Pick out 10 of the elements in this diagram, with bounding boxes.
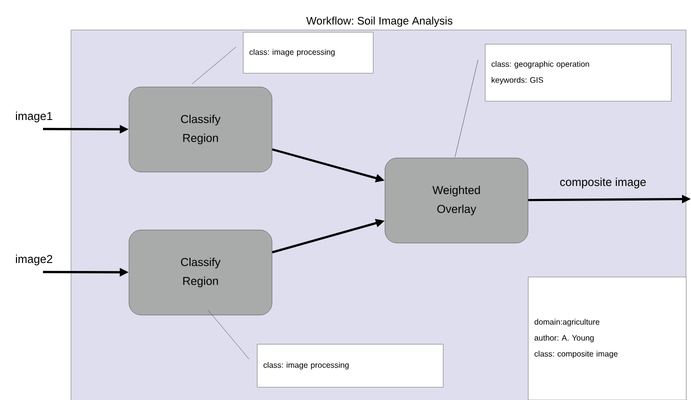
edge-label: image1 <box>16 112 52 122</box>
process-box: Classify Region <box>128 86 272 172</box>
workflow-title: Workflow: Soil Image Analysis <box>306 16 452 27</box>
leader-line <box>192 46 236 84</box>
process-box: Classify Region <box>128 230 272 316</box>
leader-line <box>454 60 478 158</box>
edge-label: composite image <box>560 178 646 188</box>
process-box: Weighted Overlay <box>384 158 528 244</box>
leader-line <box>208 310 250 360</box>
edge-label: image2 <box>16 254 52 266</box>
